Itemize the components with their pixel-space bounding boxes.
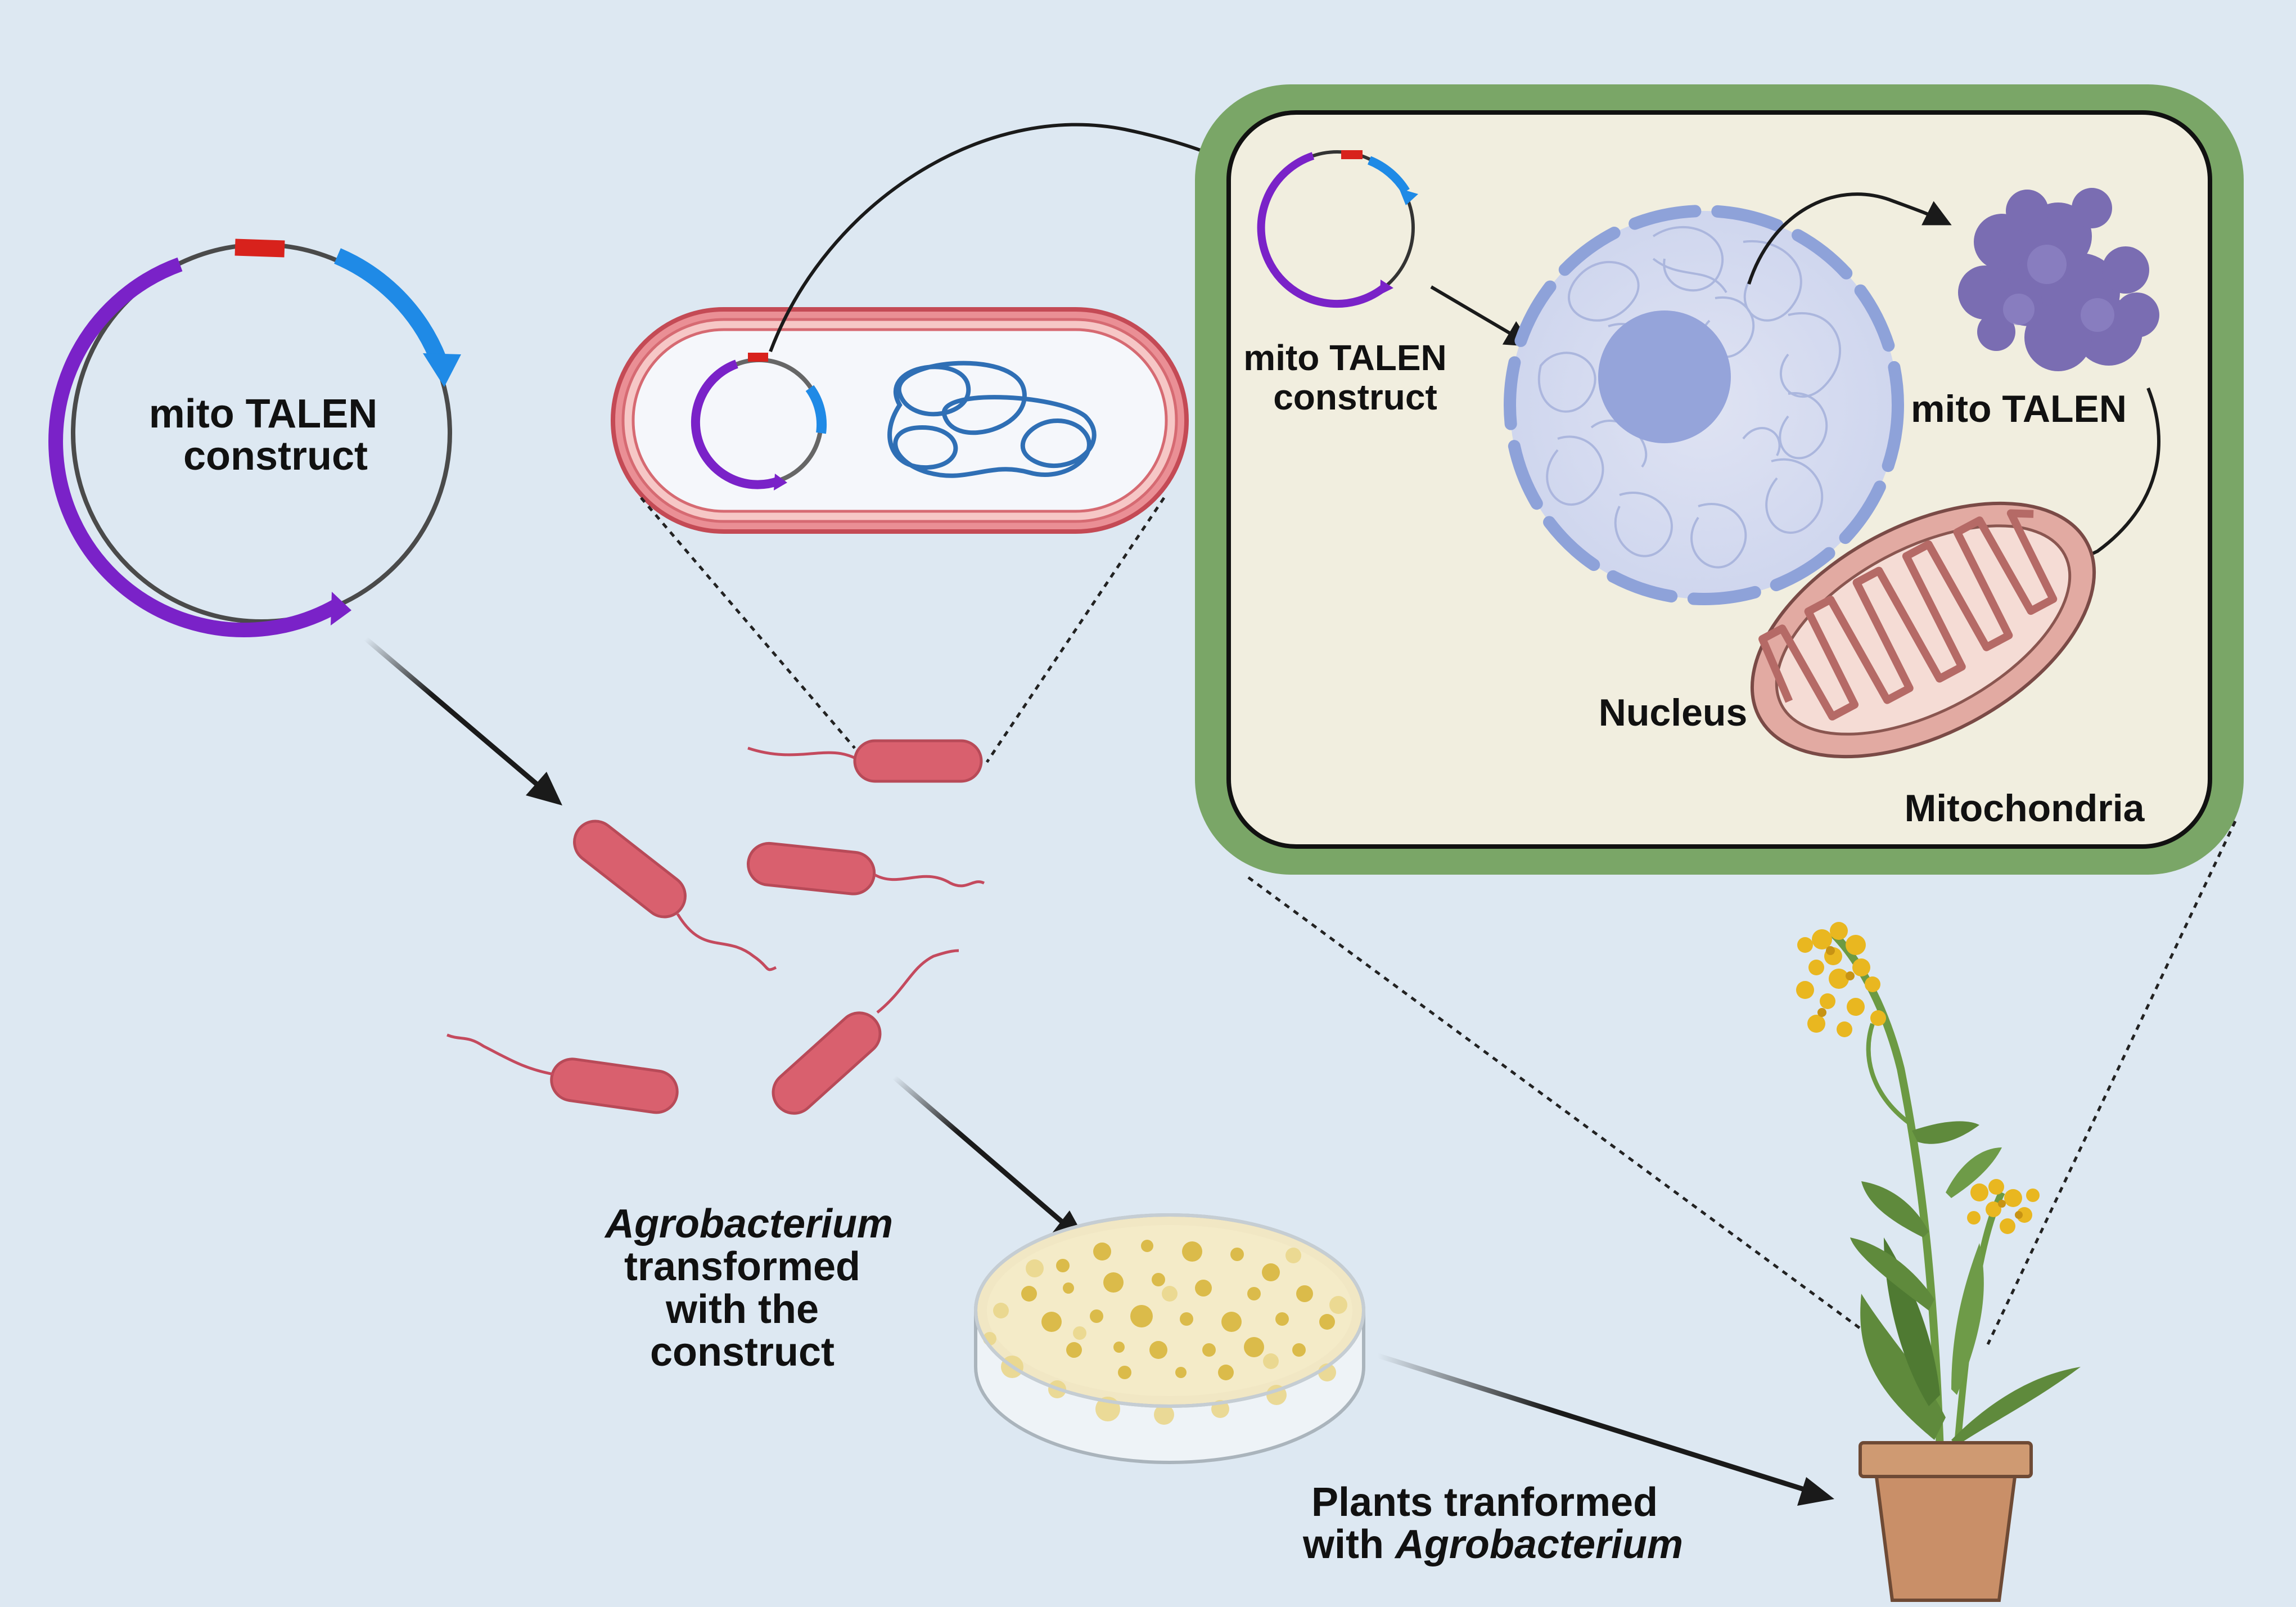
bacterium-enlarged <box>611 307 1189 534</box>
agro-label-line1: Agrobacterium <box>604 1201 893 1246</box>
zoom-line-cell-left <box>1247 876 1891 1352</box>
plants-label-prefix: with <box>1302 1522 1395 1567</box>
nucleus <box>1504 205 1904 605</box>
arrow-to-plant <box>1377 1353 1809 1493</box>
mitochondria-label: Mitochondria <box>1905 787 2145 830</box>
arrow-to-plant-head <box>1797 1477 1834 1506</box>
arrow-to-nucleus <box>1430 285 1533 347</box>
plasmid-large <box>48 238 461 637</box>
plants-label-line1: Plants tranformed <box>1311 1480 1658 1525</box>
construct-left-line1: mito TALEN <box>149 391 378 436</box>
mito-talen-label: mito TALEN <box>1911 388 2127 430</box>
mitochondria <box>1750 501 2096 759</box>
agro-label-line4: construct <box>650 1330 835 1375</box>
arrow-to-protein <box>1747 192 1952 285</box>
construct-left-line2: construct <box>183 434 368 479</box>
construct-cell-line1: mito TALEN <box>1243 337 1446 378</box>
agro-label-line3: with the <box>665 1287 819 1332</box>
plant-in-pot <box>1796 922 2081 1602</box>
plants-label-italic: Agrobacterium <box>1394 1522 1683 1567</box>
plasmid-in-cell <box>1257 150 1418 308</box>
arrow-to-petri <box>892 1075 1079 1237</box>
nucleus-label: Nucleus <box>1599 691 1748 734</box>
bacteria-cluster <box>446 739 985 1115</box>
arrow-to-bacteria-head <box>526 772 562 805</box>
zoom-line-left <box>640 497 856 749</box>
zoom-line-right <box>985 497 1166 763</box>
plants-label-line2: with Agrobacterium <box>1302 1522 1683 1567</box>
construct-cell-line2: construct <box>1273 377 1437 417</box>
petri-dish <box>974 1213 1365 1464</box>
zoom-line-cell-right <box>1986 820 2237 1345</box>
agro-label-line2: transformed <box>624 1244 860 1289</box>
arrow-to-bacteria <box>364 636 556 801</box>
